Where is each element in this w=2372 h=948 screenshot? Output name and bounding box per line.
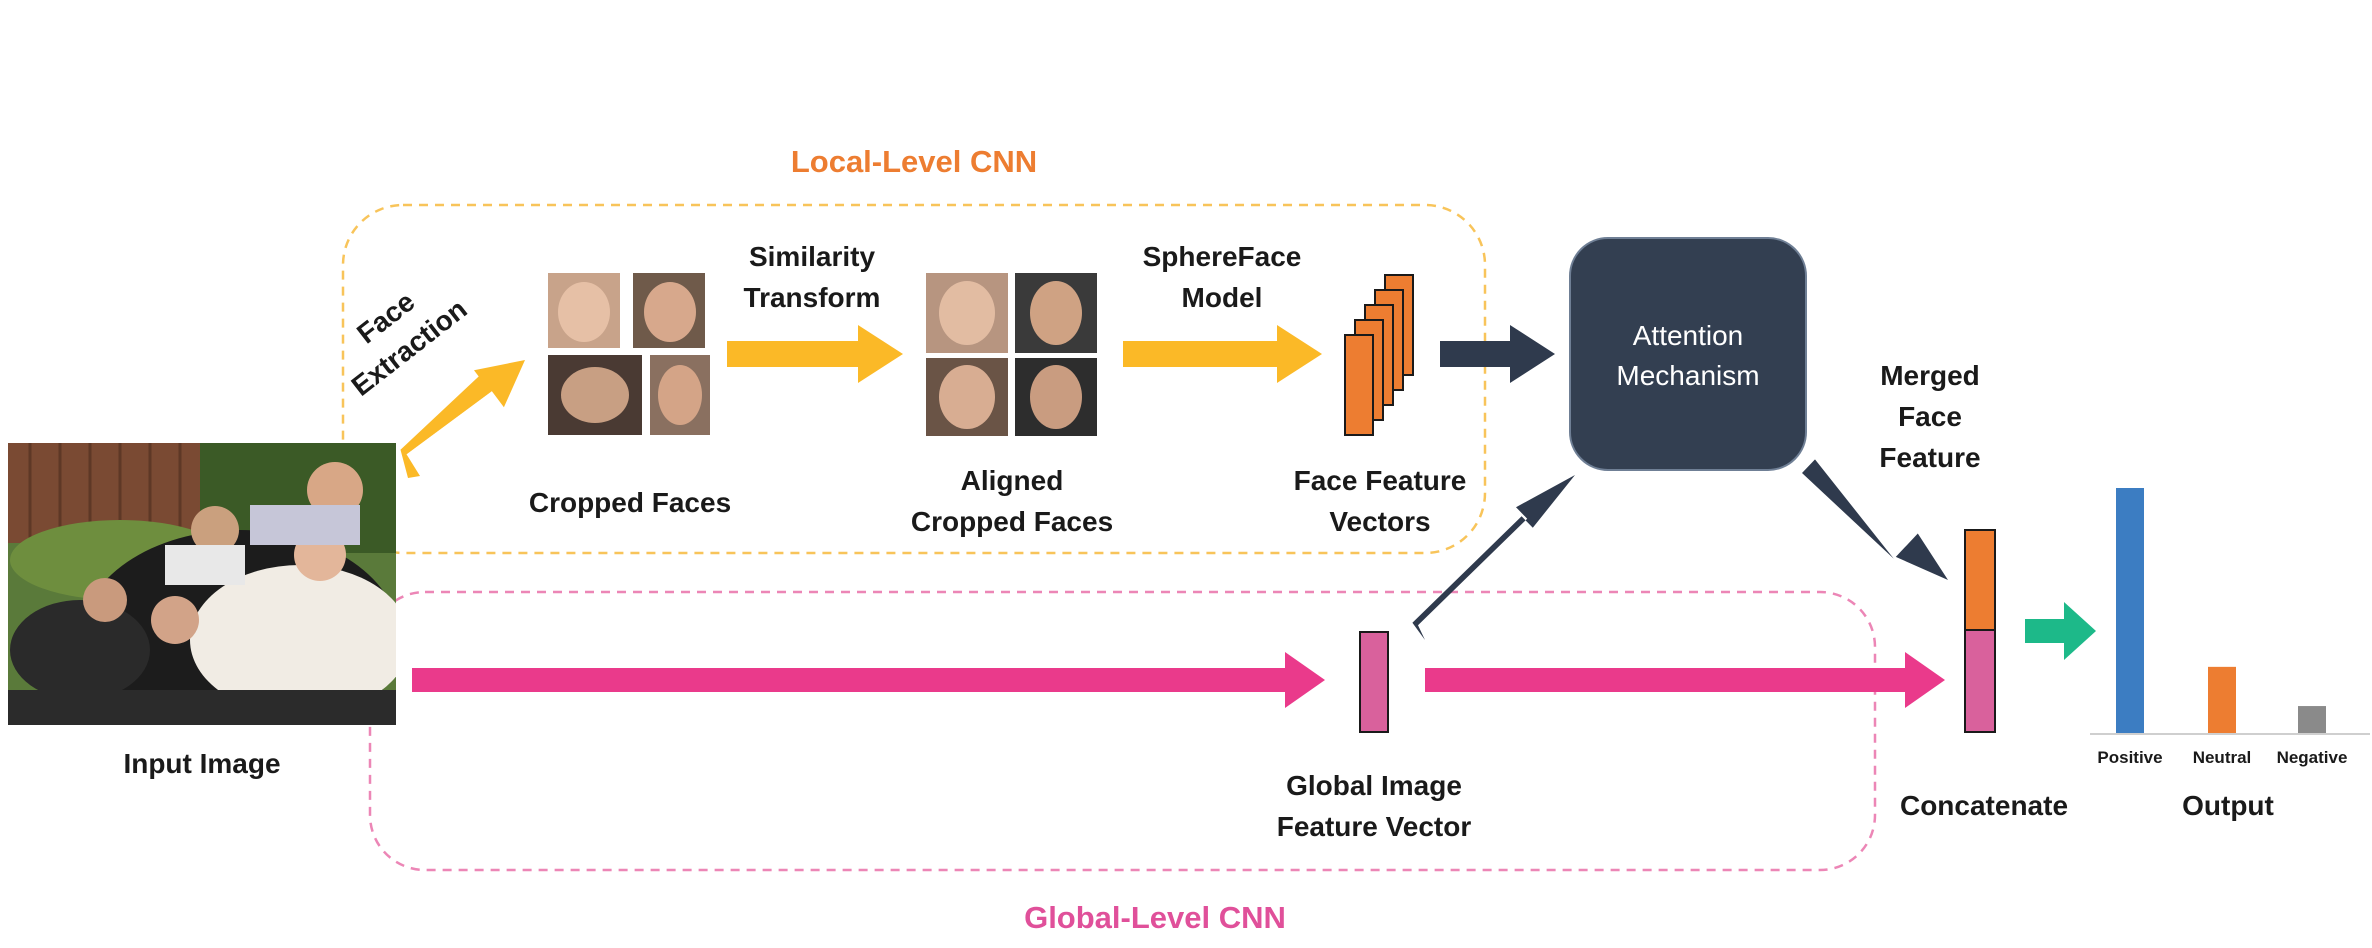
attention-label-2: Mechanism [1616,360,1759,391]
bar-neutral [2208,666,2236,733]
bar-positive [2116,488,2144,733]
tick-label-negative: Negative [2277,748,2348,767]
global-to-concat-arrow [1425,652,1945,708]
merged-feature-label-2: Face [1898,401,1962,432]
global-to-attention-arrow [1412,475,1575,640]
global-cnn-title: Global-Level CNN [1024,900,1286,935]
cropped-faces-thumbnails [548,273,710,435]
tick-label-neutral: Neutral [2193,748,2252,767]
global-feature-segment [1964,629,1996,733]
global-cnn-region [368,590,1877,872]
cropped-faces-label: Cropped Faces [529,487,731,518]
tick-label-positive: Positive [2097,748,2162,767]
attention-to-merged-arrow [1802,459,1948,580]
global-cnn-arrow [412,652,1325,708]
merged-face-feature-segment [1964,529,1996,631]
face-feature-vectors-stack [1344,274,1414,436]
sphereface-arrow [1123,325,1322,383]
face-feature-vectors-label-2: Vectors [1329,506,1430,537]
similarity-transform-label-1: Similarity [749,241,875,272]
face-extraction-label: Face Extraction [346,286,473,402]
local-cnn-title: Local-Level CNN [791,144,1037,179]
sphereface-label-2: Model [1182,282,1263,313]
output-label: Output [2182,790,2274,821]
vectors-to-attention-arrow [1440,325,1555,383]
aligned-faces-label-2: Cropped Faces [911,506,1113,537]
similarity-transform-label-2: Transform [744,282,881,313]
global-feature-label-2: Feature Vector [1277,811,1472,842]
attention-mechanism-box [1569,237,1807,471]
input-image-photo [8,443,396,725]
output-bar-chart: Positive Neutral Negative [2097,488,2347,767]
sphereface-label-1: SphereFace [1143,241,1302,272]
merged-feature-label-1: Merged [1880,360,1980,391]
aligned-faces-label-1: Aligned [961,465,1064,496]
bar-negative [2298,706,2326,733]
face-extraction-arrow-body [400,375,492,478]
attention-label-1: Attention [1633,320,1744,351]
global-feature-vector [1359,631,1389,733]
face-feature-vectors-label-1: Face Feature [1294,465,1467,496]
merged-feature-label-3: Feature [1879,442,1980,473]
aligned-faces-thumbnails [926,273,1097,436]
global-feature-label-1: Global Image [1286,770,1462,801]
concatenate-label: Concatenate [1900,790,2068,821]
similarity-transform-arrow [727,325,903,383]
input-image-label: Input Image [123,748,280,779]
to-output-arrow [2025,602,2096,660]
